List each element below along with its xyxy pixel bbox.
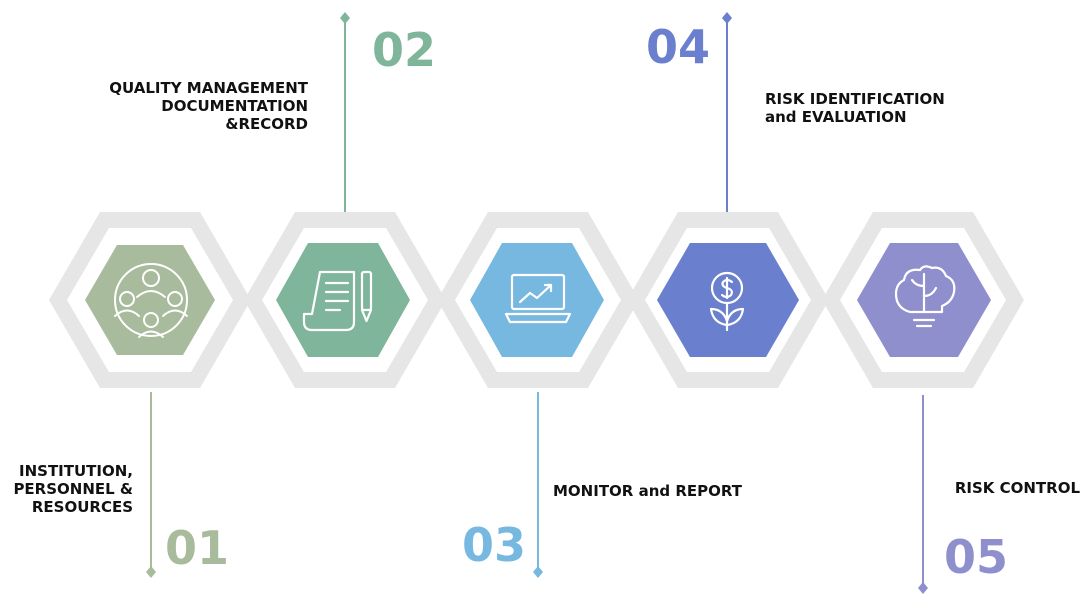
step-03-diamond (533, 566, 543, 578)
brain-bulb-icon (894, 265, 956, 328)
step-02-label: QUALITY MANAGEMENT DOCUMENTATION &RECORD (109, 79, 308, 133)
step-03-hexagon (470, 243, 604, 357)
step-03-number: 03 (462, 518, 527, 572)
step-05-diamond (918, 582, 928, 594)
step-05-number: 05 (944, 530, 1009, 584)
step-01-label: INSTITUTION, PERSONNEL & RESOURCES (13, 462, 133, 516)
step-01-hexagon (85, 245, 215, 355)
connector-lines (146, 12, 928, 594)
step-02-number: 02 (372, 23, 437, 77)
step-03-label: MONITOR and REPORT (553, 482, 742, 500)
step-01-diamond (146, 566, 156, 578)
step-04-label: RISK IDENTIFICATION and EVALUATION (765, 90, 945, 126)
colored-hexagons (85, 243, 991, 357)
step-01-number: 01 (165, 521, 230, 575)
step-04-number: 04 (646, 20, 711, 74)
step-02-diamond (340, 12, 350, 24)
laptop-chart-icon (504, 273, 572, 324)
dollar-plant-icon (709, 271, 745, 332)
step-05-label: RISK CONTROL (954, 479, 1080, 497)
step-04-diamond (722, 12, 732, 24)
step-04-hexagon (657, 243, 799, 357)
group-people-icon (114, 263, 188, 338)
document-pen-icon (302, 270, 373, 332)
